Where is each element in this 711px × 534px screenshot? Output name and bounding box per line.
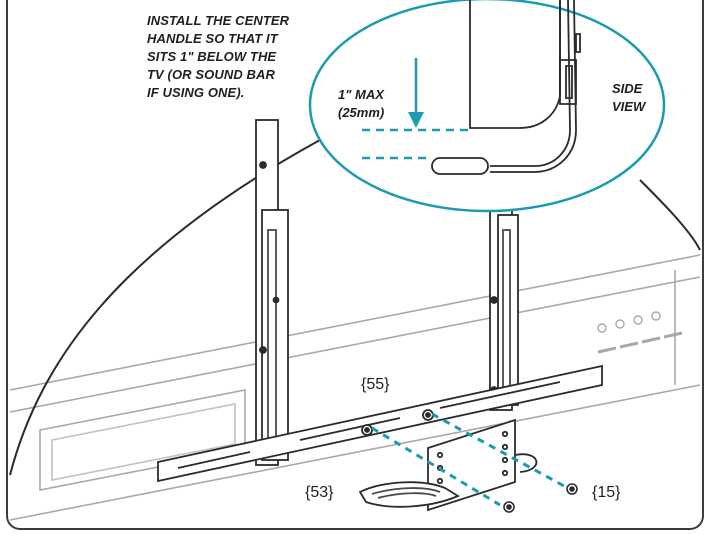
right-bracket-arm	[489, 199, 519, 411]
installation-instruction: INSTALL THE CENTER HANDLE SO THAT IT SIT…	[147, 12, 327, 102]
screw-lower	[503, 501, 515, 513]
instruction-line-4: TV (OR SOUND BAR	[147, 67, 275, 82]
max-arrow	[408, 58, 424, 128]
instruction-line-5: IF USING ONE).	[147, 85, 245, 100]
max-distance-line-2: (25mm)	[338, 105, 385, 120]
part-label-55: {55}	[361, 376, 390, 393]
horizontal-bar	[157, 364, 603, 483]
max-guide-lines	[362, 128, 470, 160]
side-view-line-1: SIDE	[612, 81, 643, 96]
part-label-53: {53}	[305, 484, 334, 501]
instruction-line-2: HANDLE SO THAT IT	[147, 31, 278, 46]
left-bracket-arm	[255, 119, 289, 466]
tv-back-curve	[9, 139, 701, 476]
handle-grip	[358, 453, 538, 508]
instruction-line-1: INSTALL THE CENTER	[147, 13, 290, 28]
screw-15	[566, 483, 578, 495]
max-distance-label: 1" MAX (25mm)	[338, 86, 428, 122]
side-view-line-2: VIEW	[612, 99, 646, 114]
tv-buttons	[597, 311, 683, 354]
part-label-15: {15}	[592, 484, 621, 501]
instruction-line-3: SITS 1" BELOW THE	[147, 49, 277, 64]
max-distance-line-1: 1" MAX	[338, 87, 384, 102]
tv-body	[9, 254, 701, 521]
side-view-profile	[431, 0, 581, 175]
side-view-label: SIDE VIEW	[612, 80, 672, 116]
